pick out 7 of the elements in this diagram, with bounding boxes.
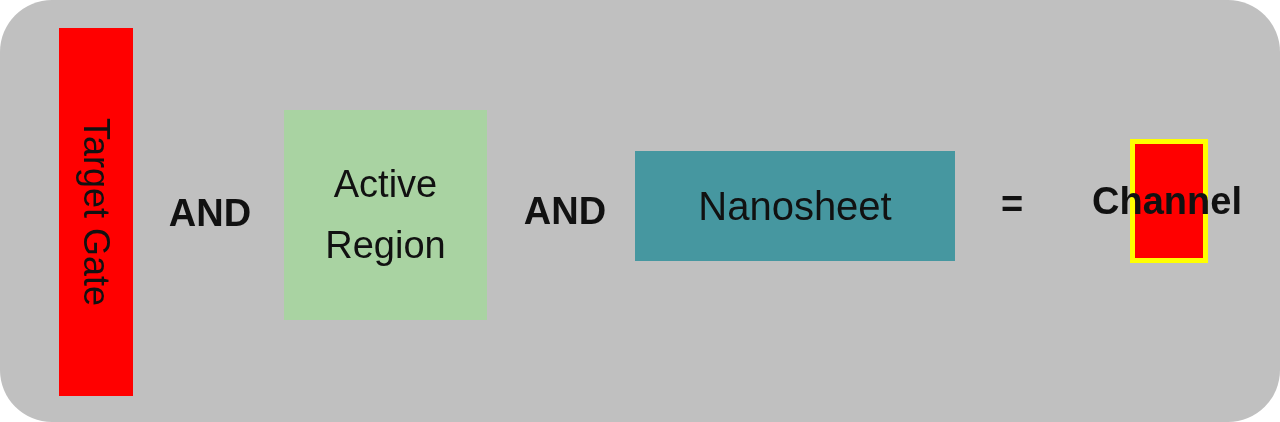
operator-text: AND — [168, 191, 252, 235]
node-label: Channel — [1092, 179, 1242, 223]
nanosheet-box: Nanosheet — [635, 151, 955, 261]
equals-sign: = — [1000, 182, 1024, 226]
operator-text: AND — [523, 189, 607, 233]
gate-bar: Target Gate — [59, 28, 133, 396]
region-box: Active Region — [284, 110, 487, 320]
